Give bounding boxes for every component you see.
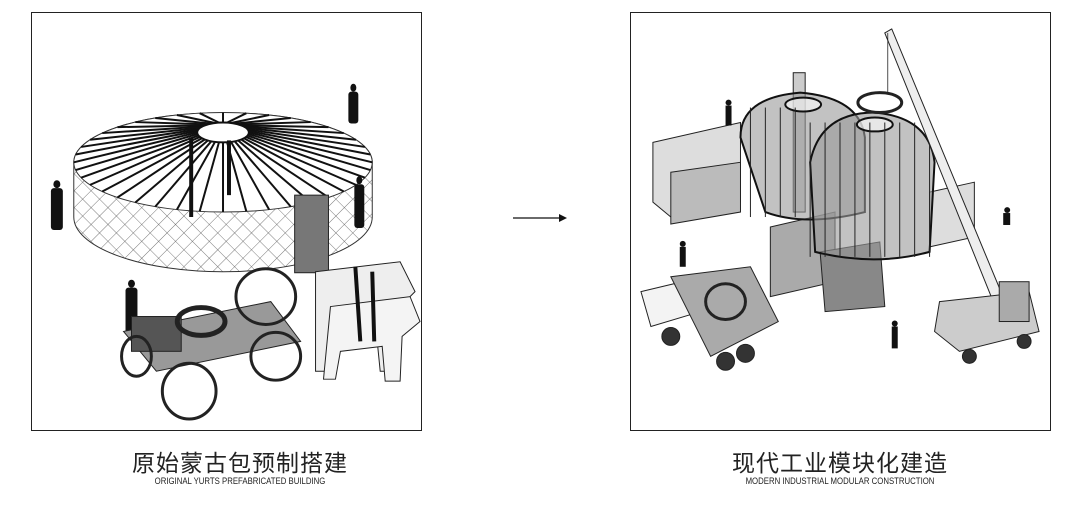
roof-rib xyxy=(75,129,198,156)
roof-rib xyxy=(245,126,357,141)
roof-rib xyxy=(230,141,271,211)
roof-rib xyxy=(243,137,345,193)
crane xyxy=(856,28,1040,364)
left-caption: 原始蒙古包预制搭建 ORIGINAL YURTS PREFABRICATED B… xyxy=(110,451,370,487)
roof-rib xyxy=(75,133,198,172)
roof-rib xyxy=(247,128,366,148)
left-caption-chinese: 原始蒙古包预制搭建 xyxy=(132,451,348,477)
yurt-door xyxy=(294,194,329,274)
people-silhouettes xyxy=(50,83,365,336)
roof-rib xyxy=(135,121,208,126)
roof-rib xyxy=(155,116,212,125)
roof-rib xyxy=(226,112,247,124)
left-caption-english: ORIGINAL YURTS PREFABRICATED BUILDING xyxy=(154,476,326,487)
roof-rib xyxy=(238,121,311,126)
roof-rib xyxy=(247,134,366,179)
yurt-roof-ribs xyxy=(73,112,373,213)
dome-frame-grid xyxy=(749,107,931,257)
roof-rib xyxy=(176,141,216,211)
roof-rib xyxy=(234,140,292,208)
roof-rib xyxy=(237,139,312,204)
roof-rib xyxy=(248,131,373,164)
worker-silhouettes xyxy=(679,99,1011,349)
yurt-illustration xyxy=(50,83,421,421)
roof-rib xyxy=(73,131,198,164)
roof-rib xyxy=(248,133,371,172)
roof-rib xyxy=(248,129,371,156)
roof-rib xyxy=(199,112,220,124)
roof-rib xyxy=(240,138,330,199)
roof-rib xyxy=(134,139,209,204)
roof-rib xyxy=(102,125,203,135)
yurt-posts xyxy=(189,137,231,218)
right-caption-chinese: 现代工业模块化建造 xyxy=(732,451,948,477)
roof-rib xyxy=(245,136,357,186)
roof-rib xyxy=(89,136,201,186)
right-arrow-icon xyxy=(513,214,567,222)
roof-rib xyxy=(117,124,205,129)
roof-rib xyxy=(176,114,216,124)
roof-rib xyxy=(234,116,291,125)
dump-truck xyxy=(640,266,779,371)
dome-frames xyxy=(739,91,936,261)
roof-rib xyxy=(80,134,199,179)
roof-rib xyxy=(241,124,329,129)
roof-rib xyxy=(230,114,270,124)
roof-rib xyxy=(154,140,213,208)
roof-rib xyxy=(198,142,220,212)
roof-rib xyxy=(243,125,344,135)
horse-cart xyxy=(120,261,421,421)
roof-rib xyxy=(80,128,199,148)
modular-construction-illustration xyxy=(640,28,1040,371)
roof-rib xyxy=(89,126,201,141)
right-caption: 现代工业模块化建造 MODERN INDUSTRIAL MODULAR CONS… xyxy=(700,451,980,487)
roof-rib xyxy=(101,137,203,193)
right-caption-english: MODERN INDUSTRIAL MODULAR CONSTRUCTION xyxy=(745,476,935,487)
modular-construction-illustration-panel xyxy=(630,12,1051,431)
yurt-illustration-panel xyxy=(31,12,422,431)
